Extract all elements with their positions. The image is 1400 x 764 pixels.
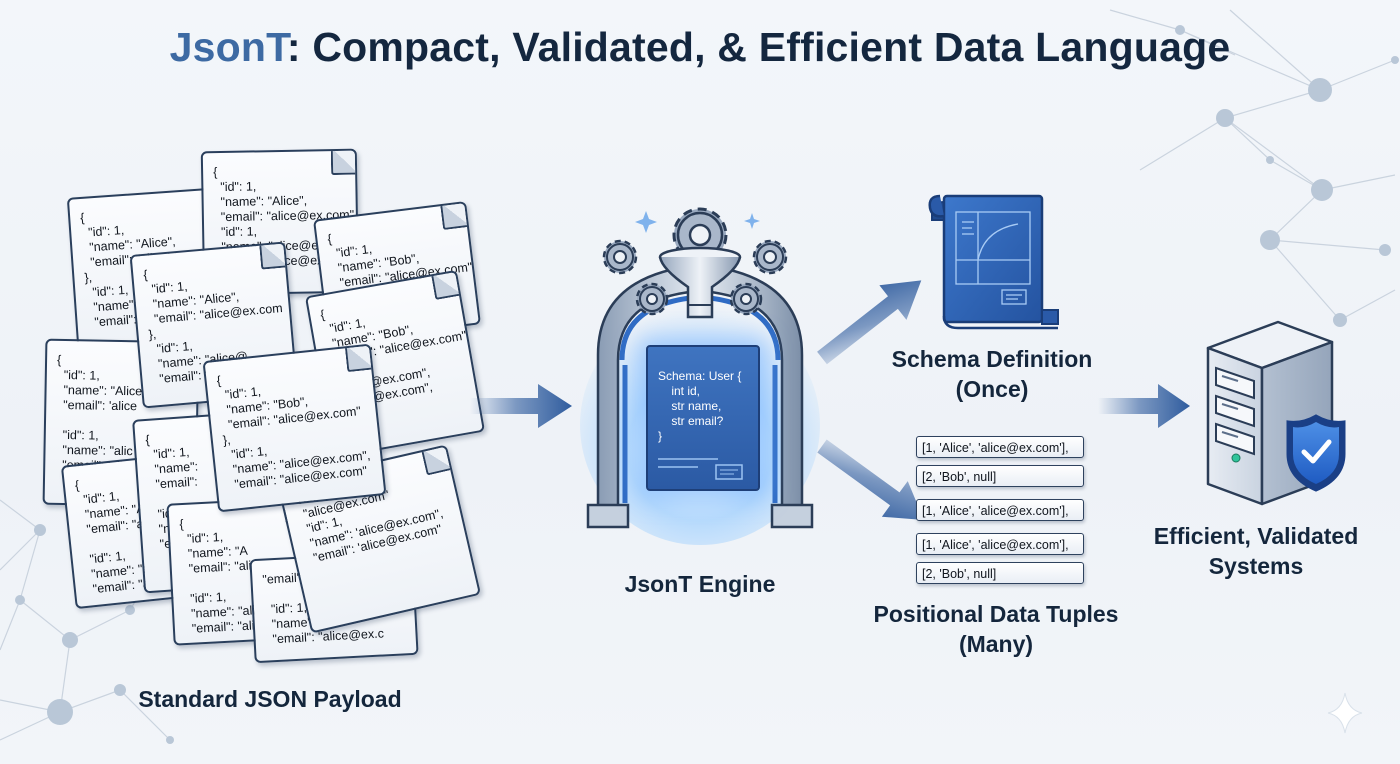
server-icon (1206, 320, 1346, 506)
tuple-row: [2, 'Bob', null] (916, 562, 1084, 584)
json-card: { "id": 1, "name": "Bob", "email": "alic… (202, 343, 387, 513)
title-accent: JsonT (169, 24, 287, 70)
json-card-text: { "id": 1, "name": "Bob", "email": "alic… (215, 373, 372, 493)
schema-definition-subtitle: (Once) (955, 376, 1029, 402)
systems-label: Efficient, Validated Systems (1150, 521, 1362, 581)
schema-scroll-icon (928, 194, 1059, 330)
gear-icon (752, 239, 788, 275)
tuple-row: [1, 'Alice', 'alice@ex.com'], (916, 499, 1084, 521)
tuple-row: [1, 'Alice', 'alice@ex.com'], (916, 436, 1084, 458)
sparkle-icon (1327, 692, 1363, 734)
funnel-icon (658, 246, 742, 319)
page-title: JsonT: Compact, Validated, & Efficient D… (0, 24, 1400, 71)
engine-label: JsonT Engine (624, 571, 776, 597)
tuple-row: [1, 'Alice', 'alice@ex.com'], (916, 533, 1084, 555)
shield-check-icon (1286, 414, 1346, 492)
tuple-row: [2, 'Bob', null] (916, 465, 1084, 487)
gear-icon (602, 239, 638, 275)
engine-schema-document: Schema: User { int id, str name, str ema… (646, 345, 760, 491)
schema-definition-label: Schema Definition (Once) (872, 344, 1112, 404)
positional-tuples-title: Positional Data Tuples (873, 601, 1119, 627)
standard-json-label: Standard JSON Payload (138, 686, 402, 712)
systems-title: Efficient, Validated (1153, 523, 1359, 549)
engine-schema-text: Schema: User { int id, str name, str ema… (658, 369, 742, 443)
systems-subtitle: Systems (1208, 553, 1304, 579)
positional-tuples-subtitle: (Many) (958, 631, 1034, 657)
gear-icon (729, 282, 763, 316)
gear-icon (635, 282, 669, 316)
title-text: : Compact, Validated, & Efficient Data L… (286, 24, 1231, 70)
positional-tuples-label: Positional Data Tuples (Many) (856, 599, 1136, 659)
schema-definition-title: Schema Definition (891, 346, 1093, 372)
